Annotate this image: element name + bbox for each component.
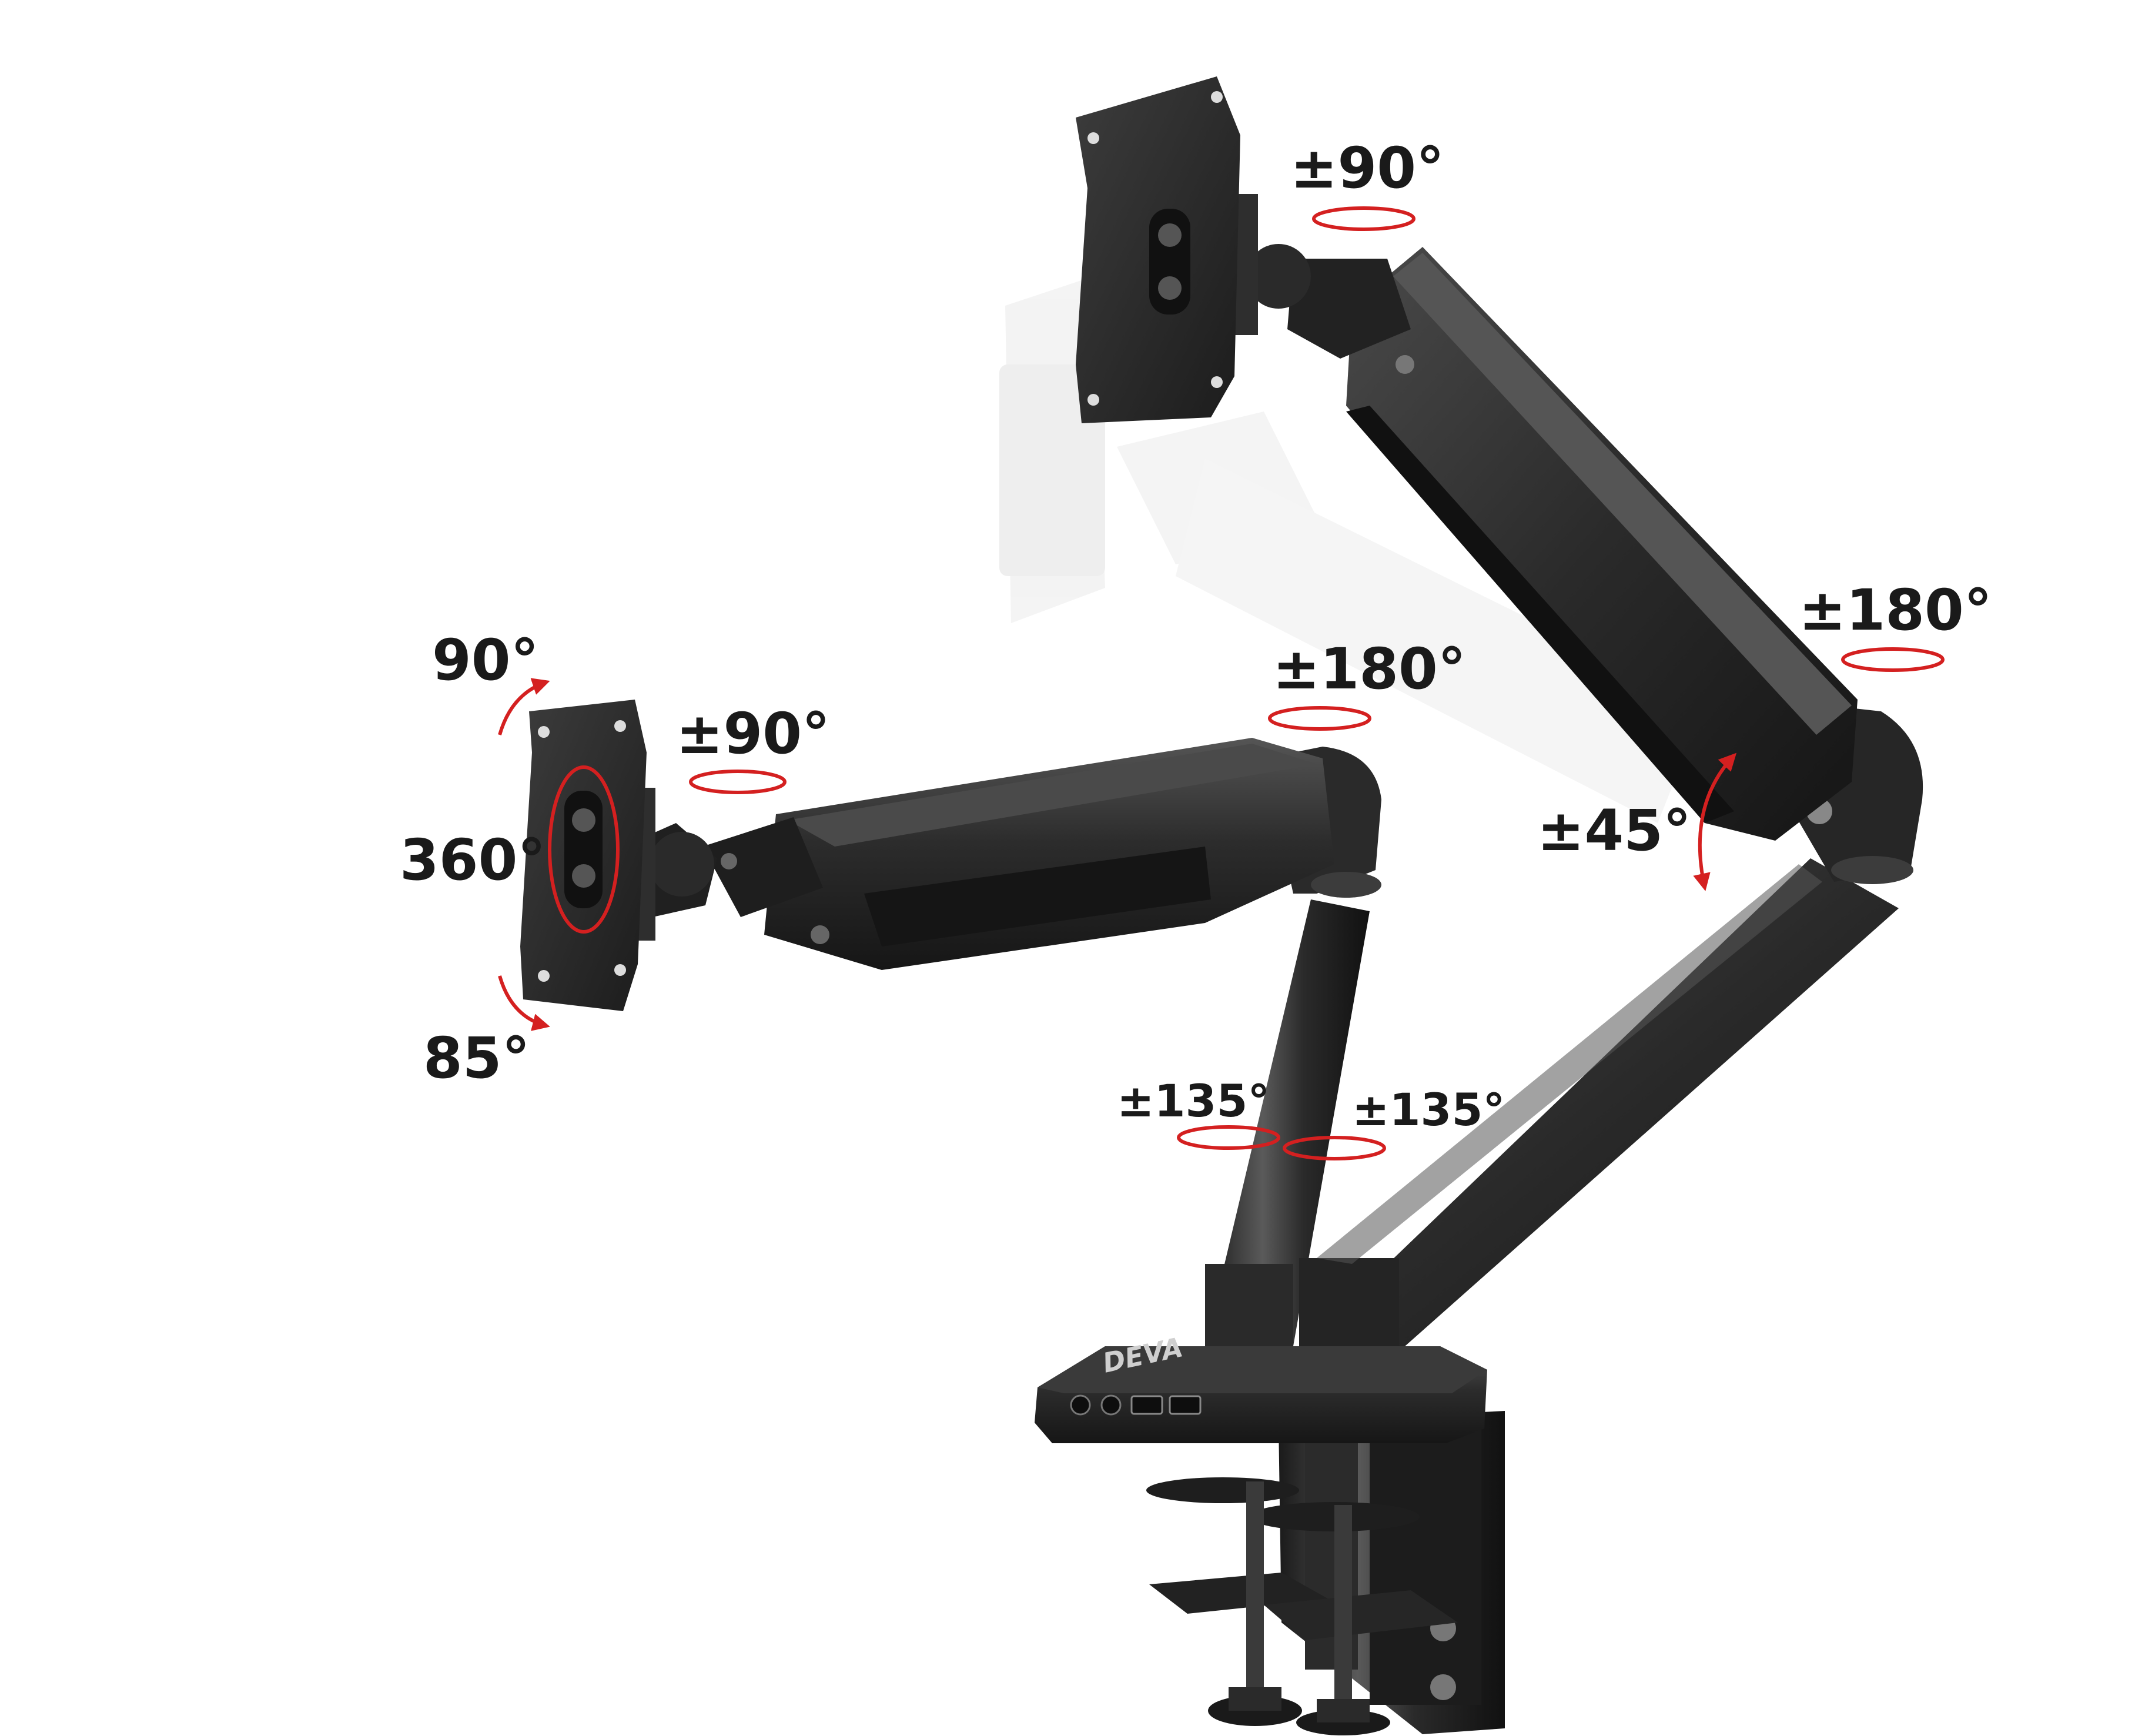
rotation-arrows (498, 206, 1945, 1160)
desk-clamp (1146, 1411, 1505, 1735)
angle-left-vesa-swivel: ±90° (676, 701, 831, 767)
angle-left-vesa-up: 90° (432, 627, 539, 693)
top-right-pivot-arrow (1841, 647, 1945, 672)
angle-top-right-pivot: ±180° (1799, 577, 1992, 643)
audio-jack-1 (1070, 1394, 1091, 1416)
angle-base-left: ±135° (1117, 1075, 1270, 1127)
top-vesa-mount (1076, 76, 1311, 423)
left-vesa-mount (520, 700, 717, 1011)
elbow-tilt-arrow (1693, 752, 1737, 891)
lower-arm-poles (1205, 858, 1899, 1346)
top-swivel-arrow (1312, 206, 1415, 231)
angle-left-arm-pivot: ±180° (1273, 636, 1466, 702)
usb-port-2 (1169, 1395, 1202, 1415)
left-down-arrow (498, 975, 550, 1031)
angle-left-vesa-down: 85° (423, 1025, 530, 1091)
left-arm-pivot-arrow (1268, 706, 1371, 731)
left-rotate-arrow (548, 765, 620, 934)
angle-elbow-tilt: ±45° (1537, 798, 1692, 864)
base-left-arrow (1177, 1125, 1280, 1150)
angle-base-right: ±135° (1352, 1083, 1505, 1136)
left-up-arrow (498, 678, 550, 735)
audio-jack-2 (1100, 1394, 1122, 1416)
angle-left-vesa-rotate: 360° (400, 827, 546, 893)
angle-top-tilt: ±90° (1290, 135, 1445, 201)
arm-base: DEVA (1035, 1331, 1487, 1443)
usb-port-1 (1130, 1395, 1163, 1415)
right-upper-arm (1287, 247, 1923, 884)
base-right-arrow (1283, 1136, 1386, 1160)
left-swivel-arrow (689, 770, 787, 794)
left-forearm (702, 738, 1381, 970)
